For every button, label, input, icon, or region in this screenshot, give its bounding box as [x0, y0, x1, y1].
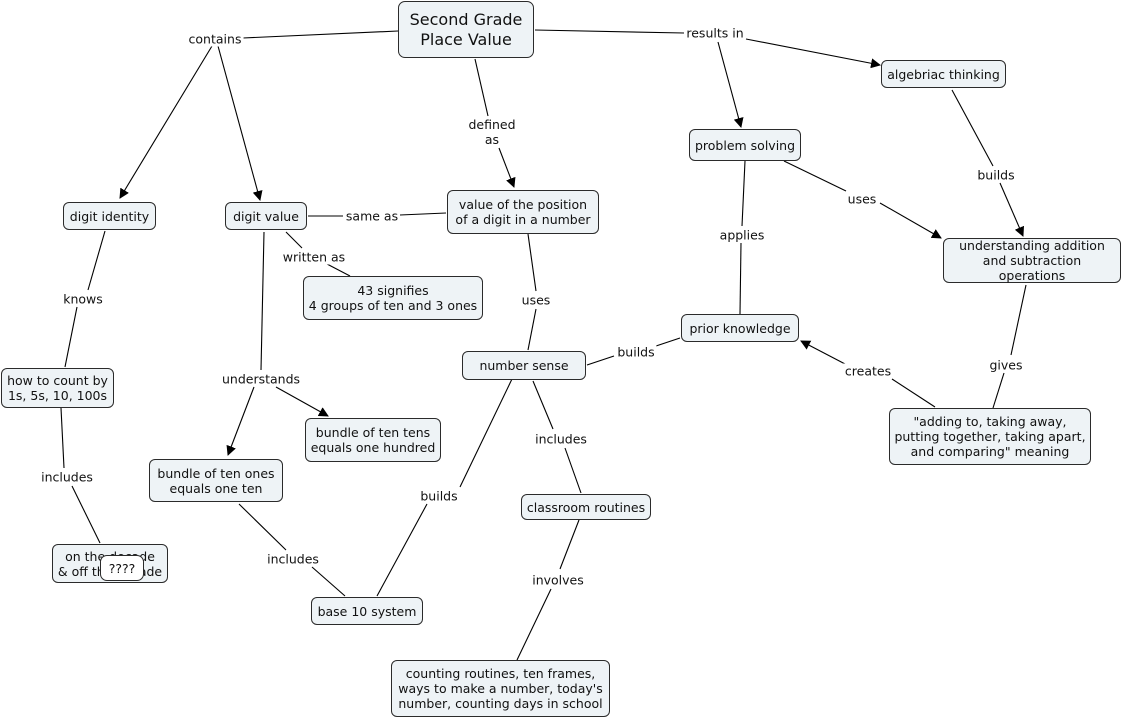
- link-label-creates: creates: [842, 363, 894, 379]
- connector-line: [717, 41, 744, 128]
- node-number-sense[interactable]: number sense: [462, 351, 586, 380]
- connector-line: [564, 447, 582, 494]
- node-adding-meaning[interactable]: "adding to, taking away, putting togethe…: [889, 408, 1091, 465]
- connector-line: [399, 212, 447, 216]
- connector-line: [527, 308, 537, 351]
- connector-line: [238, 503, 287, 551]
- connector-line: [119, 45, 213, 199]
- link-label-builds-algebraic: builds: [975, 167, 1017, 183]
- connector-line: [217, 45, 263, 201]
- link-label-applies: applies: [717, 227, 767, 243]
- connector-line: [891, 378, 936, 408]
- connector-line: [64, 306, 78, 368]
- connector-line: [783, 160, 847, 192]
- link-label-involves: involves: [530, 572, 586, 588]
- link-label-understands: understands: [219, 371, 303, 387]
- link-label-builds-prior: builds: [615, 344, 657, 360]
- link-label-knows: knows: [61, 291, 105, 307]
- node-digit-identity[interactable]: digit identity: [63, 202, 156, 230]
- connector-line: [800, 340, 848, 366]
- connector-line: [275, 386, 329, 417]
- node-prior-knowledge[interactable]: prior knowledge: [681, 314, 799, 342]
- connector-line: [326, 263, 351, 277]
- connector-line: [516, 588, 552, 661]
- connector-line: [745, 38, 881, 69]
- link-label-builds-base: builds: [418, 488, 460, 504]
- link-label-includes-bundle: includes: [265, 551, 321, 567]
- link-label-uses-number-sense: uses: [519, 292, 553, 308]
- link-label-same-as: same as: [343, 208, 401, 224]
- node-unknown[interactable]: ????: [100, 555, 144, 581]
- link-label-gives: gives: [987, 357, 1025, 373]
- node-counting-routines[interactable]: counting routines, ten frames, ways to m…: [391, 660, 610, 717]
- link-label-contains: contains: [186, 31, 244, 47]
- link-label-results-in: results in: [684, 25, 746, 41]
- link-label-includes-number-sense: includes: [533, 431, 589, 447]
- connector-line: [376, 503, 428, 597]
- node-43-signifies[interactable]: 43 signifies 4 groups of ten and 3 ones: [303, 276, 483, 320]
- node-how-to-count[interactable]: how to count by 1s, 5s, 10, 100s: [1, 368, 114, 408]
- connector-line: [498, 147, 516, 188]
- connector-line: [71, 485, 101, 544]
- node-digit-value[interactable]: digit value: [225, 202, 307, 230]
- node-value-of-position[interactable]: value of the position of a digit in a nu…: [447, 190, 599, 234]
- node-classroom-routines[interactable]: classroom routines: [521, 494, 651, 520]
- connector-line: [586, 355, 615, 366]
- connector-line: [260, 231, 265, 371]
- connector-line: [532, 380, 554, 430]
- node-algebraic-thinking[interactable]: algebriac thinking: [881, 60, 1006, 88]
- connector-line: [999, 182, 1025, 237]
- connector-line: [655, 337, 681, 347]
- connector-line: [226, 386, 255, 456]
- connector-line: [87, 230, 106, 291]
- node-bundle-ten-ones[interactable]: bundle of ten ones equals one ten: [149, 459, 283, 502]
- link-label-includes-count: includes: [39, 469, 95, 485]
- node-base-10-system[interactable]: base 10 system: [311, 597, 423, 625]
- connector-line: [60, 407, 65, 469]
- connector-line: [242, 30, 399, 39]
- link-label-uses-problem-solving: uses: [845, 191, 879, 207]
- node-understanding-operations[interactable]: understanding addition and subtraction o…: [943, 238, 1121, 283]
- connector-line: [527, 233, 537, 292]
- connector-line: [534, 29, 685, 34]
- node-second-grade-place-value[interactable]: Second Grade Place Value: [398, 1, 534, 58]
- connector-line: [992, 372, 1005, 409]
- connector-line: [311, 566, 346, 597]
- node-problem-solving[interactable]: problem solving: [689, 129, 801, 161]
- connector-line: [879, 202, 942, 239]
- connector-line: [1010, 284, 1027, 356]
- node-bundle-ten-tens[interactable]: bundle of ten tens equals one hundred: [305, 418, 441, 462]
- connector-line: [559, 519, 580, 570]
- link-label-defined-as: defined as: [466, 117, 518, 147]
- connector-line: [474, 58, 489, 117]
- connector-line: [951, 89, 994, 167]
- link-label-written-as: written as: [280, 249, 348, 265]
- connector-line: [741, 160, 746, 227]
- connector-line: [285, 231, 303, 249]
- connector-line: [739, 242, 742, 315]
